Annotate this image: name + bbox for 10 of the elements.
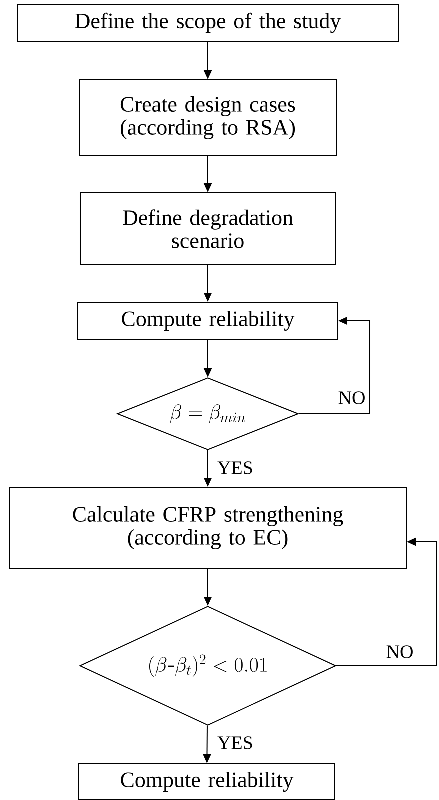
process-box: Compute reliability (78, 302, 338, 340)
process-box: Define degradation scenario (80, 192, 336, 266)
process-box: Compute reliability (78, 764, 336, 800)
process-box: Calculate CFRP strengthening (according to EC) (9, 487, 407, 569)
process-box: Create design cases (according to RSA) (79, 80, 337, 156)
edge-label: NO (386, 646, 413, 658)
edge-label: YES (218, 736, 252, 750)
edge-label: YES (218, 462, 252, 474)
edge-label: NO (338, 392, 365, 404)
process-box: Define the scope of the study (17, 4, 399, 42)
